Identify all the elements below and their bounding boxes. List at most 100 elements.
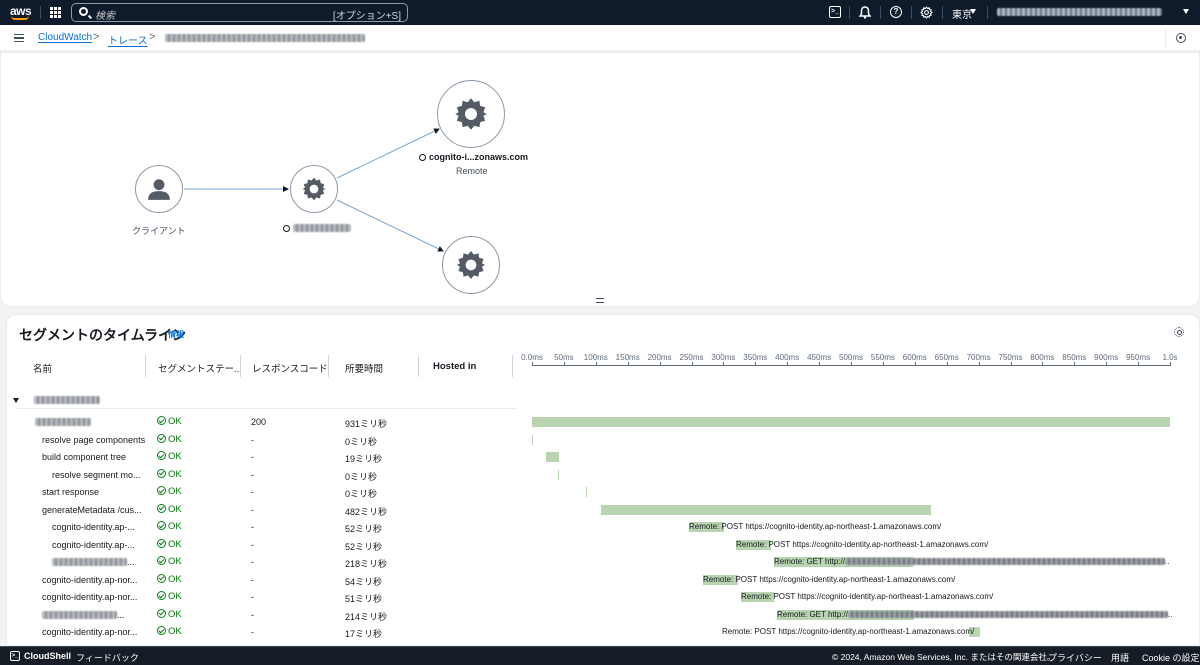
axis-tick-label: 850ms bbox=[1062, 353, 1087, 362]
user-icon bbox=[148, 179, 170, 200]
axis-tick bbox=[1042, 362, 1044, 366]
settings-gear-icon[interactable] bbox=[920, 6, 933, 19]
aws-logo[interactable]: aws bbox=[10, 4, 32, 20]
menu-icon[interactable] bbox=[14, 34, 24, 42]
axis-tick bbox=[914, 362, 916, 366]
timeline-bar[interactable] bbox=[777, 609, 914, 620]
timeline-bar[interactable] bbox=[586, 487, 587, 497]
remote-node-cognito[interactable] bbox=[437, 80, 505, 148]
search-shortcut: [オプション+S] bbox=[332, 11, 401, 22]
status-ring-icon bbox=[419, 154, 426, 161]
services-grid-icon[interactable] bbox=[50, 7, 61, 18]
remote-node-2[interactable] bbox=[442, 236, 500, 294]
segment-name: cognito-identity.ap-... bbox=[52, 539, 135, 550]
column-resizer[interactable] bbox=[328, 355, 329, 377]
column-resizer[interactable] bbox=[512, 355, 513, 377]
timeline-bar[interactable] bbox=[689, 522, 724, 532]
top-navigation: aws 検索 [オプション+S] >_ ? 東京 bbox=[0, 0, 1200, 25]
group-row[interactable] bbox=[17, 393, 517, 409]
timeline-bar-label: Remote: POST https://cognito-identity.ap… bbox=[736, 539, 989, 549]
search-input[interactable]: 検索 [オプション+S] bbox=[71, 3, 408, 22]
breadcrumb: CloudWatch > トレース > bbox=[0, 25, 1200, 51]
column-header-name[interactable]: 名前 bbox=[33, 364, 53, 375]
remote-node-cognito-name: cognito-i...zonaws.com bbox=[429, 152, 529, 162]
axis-tick-label: 300ms bbox=[711, 353, 736, 362]
timeline-settings-icon[interactable] bbox=[1174, 327, 1184, 337]
timeline-bar[interactable] bbox=[774, 557, 913, 567]
segment-status: OK bbox=[157, 433, 182, 445]
breadcrumb-cloudwatch[interactable]: CloudWatch bbox=[38, 32, 93, 43]
timeline-bar[interactable] bbox=[532, 434, 533, 445]
timeline-bar[interactable] bbox=[546, 452, 559, 462]
panel-resize-handle[interactable] bbox=[596, 298, 604, 303]
status-ok-icon bbox=[157, 503, 166, 513]
cloudshell-icon[interactable]: >_ bbox=[829, 6, 841, 18]
duration: 52ミリ秒 bbox=[345, 524, 383, 534]
segment-status: OK bbox=[157, 416, 182, 427]
account-menu[interactable] bbox=[997, 8, 1162, 16]
help-icon[interactable]: ? bbox=[890, 6, 902, 18]
axis-tick-label: 100ms bbox=[583, 353, 608, 362]
cookie-settings-link[interactable]: Cookie の設定 bbox=[1142, 653, 1200, 663]
timeline-bar[interactable] bbox=[532, 417, 1170, 427]
column-resizer[interactable] bbox=[145, 355, 146, 377]
search-icon bbox=[79, 7, 88, 16]
response-code: - bbox=[251, 557, 254, 567]
app-node-title[interactable] bbox=[283, 218, 351, 236]
table-row[interactable]: resolve segment mo...OK-0ミリ秒 bbox=[7, 466, 1199, 484]
copyright-text: © 2024, Amazon Web Services, Inc. またはその関… bbox=[832, 652, 1056, 662]
timeline-bar-label: Remote: POST https://cognito-identity.ap… bbox=[722, 627, 975, 636]
status-ok-icon bbox=[157, 521, 166, 530]
gear-icon bbox=[457, 251, 485, 279]
timeline-bar[interactable] bbox=[969, 627, 980, 637]
timeline-bar[interactable] bbox=[703, 574, 738, 585]
axis-tick-label: 50ms bbox=[554, 353, 574, 362]
remote-node-cognito-subtitle: Remote bbox=[456, 166, 488, 176]
terms-link[interactable]: 用語 bbox=[1111, 653, 1130, 663]
timeline-bar-label: Remote: POST https://cognito-identity.ap… bbox=[741, 592, 994, 601]
info-link[interactable]: 情報 bbox=[168, 330, 184, 339]
timeline-bar[interactable] bbox=[741, 592, 774, 602]
segment-status: OK bbox=[157, 538, 182, 550]
column-resizer[interactable] bbox=[418, 355, 419, 377]
column-header-response-code[interactable]: レスポンスコード bbox=[252, 364, 328, 375]
response-code: - bbox=[251, 434, 254, 445]
timeline-bar[interactable] bbox=[558, 469, 559, 480]
preferences-icon[interactable] bbox=[1176, 33, 1186, 43]
axis-tick bbox=[659, 362, 661, 366]
privacy-link[interactable]: プライバシー bbox=[1048, 653, 1102, 663]
response-code: - bbox=[251, 539, 254, 550]
client-node[interactable] bbox=[135, 165, 183, 213]
column-header-duration[interactable]: 所要時間 bbox=[345, 364, 384, 375]
remote-node-cognito-title[interactable]: cognito-i...zonaws.com bbox=[419, 152, 528, 162]
breadcrumb-traces[interactable]: トレース bbox=[108, 36, 148, 47]
segment-name: cognito-identity.ap-... bbox=[52, 522, 135, 532]
timeline-bar[interactable] bbox=[601, 504, 931, 515]
timeline-bar[interactable] bbox=[736, 539, 771, 550]
column-resizer[interactable] bbox=[240, 355, 241, 377]
region-selector[interactable]: 東京 bbox=[952, 6, 972, 21]
column-header-hosted-in[interactable]: Hosted in bbox=[433, 361, 477, 372]
app-node[interactable] bbox=[290, 165, 338, 213]
divider bbox=[1165, 28, 1166, 48]
column-header-segment-status[interactable]: セグメントステー... bbox=[158, 364, 242, 375]
caret-down-icon[interactable] bbox=[13, 398, 19, 403]
table-row[interactable]: generateMetadata /cus...OK-482ミリ秒 bbox=[7, 501, 1199, 519]
axis-tick-label: 900ms bbox=[1094, 353, 1119, 362]
cloudshell-button[interactable]: CloudShell bbox=[24, 651, 71, 661]
feedback-link[interactable]: フィードバック bbox=[76, 653, 139, 663]
axis-tick bbox=[978, 362, 980, 366]
bell-icon[interactable] bbox=[858, 6, 871, 19]
axis-tick bbox=[1010, 362, 1012, 366]
